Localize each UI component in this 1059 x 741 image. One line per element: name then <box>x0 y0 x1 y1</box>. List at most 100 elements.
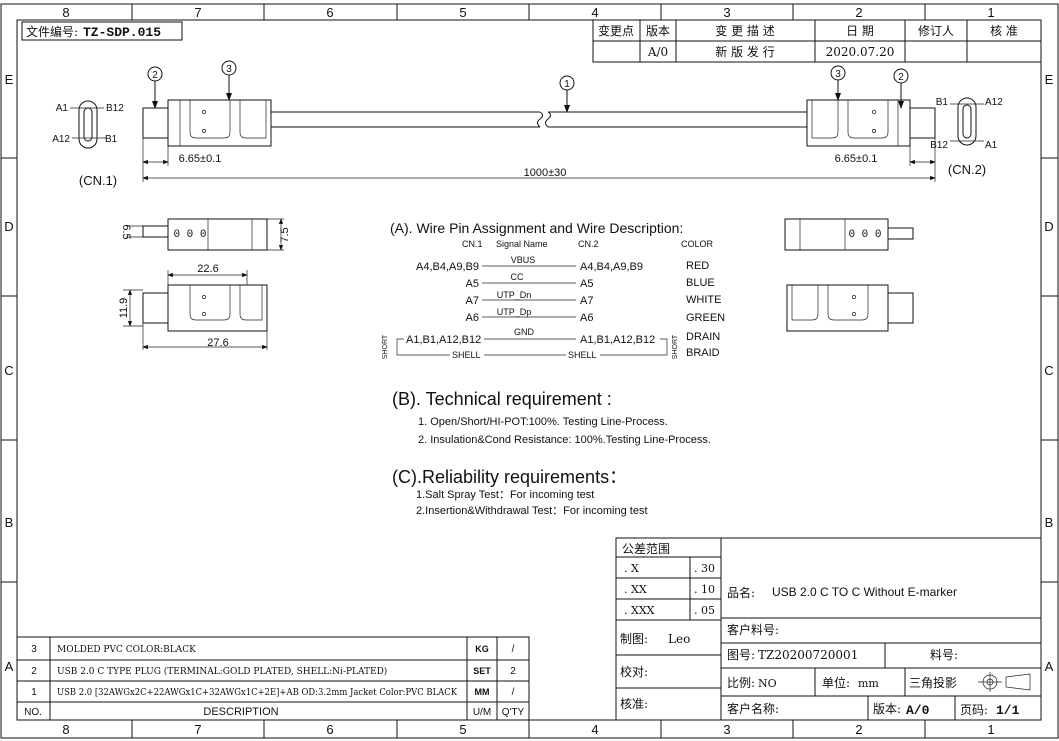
tolerance-value: . 30 <box>694 562 715 575</box>
cn2-pin: A1,B1,A12,B12 <box>580 334 655 346</box>
version-value: A/0 <box>906 703 930 718</box>
bom-um: MM <box>475 687 490 697</box>
drawing-no-label: 图号: <box>727 648 755 662</box>
requirement-item: 2. Insulation&Cond Resistance: 100%.Test… <box>418 434 711 446</box>
row-label: E <box>5 72 14 87</box>
header-cn1: CN.1 <box>462 239 483 249</box>
cn2-pin: A4,B4,A9,B9 <box>580 261 643 273</box>
col-label: 5 <box>459 5 466 20</box>
revision-table: 变更点 版本 变 更 描 述 日 期 修订人 核 准 A/0 新 版 发 行 2… <box>592 19 1042 63</box>
cn1-pin-label: B1 <box>105 134 118 145</box>
cn1-overmold <box>167 99 272 147</box>
cn1-pin: A5 <box>466 278 479 290</box>
unit-label: 单位: <box>822 675 850 690</box>
top-column-ruler: 8 7 6 5 4 3 2 1 <box>62 4 995 20</box>
bom-no: 2 <box>31 666 37 677</box>
reliability-item: 2.Insertion&Withdrawal Test：For incoming… <box>416 505 648 517</box>
col-label: 3 <box>723 722 730 737</box>
bom-header-no: NO. <box>24 707 42 718</box>
wire-color: DRAIN <box>686 331 720 343</box>
col-label: 8 <box>62 722 69 737</box>
bom-no: 1 <box>31 687 37 698</box>
rev-header: 日 期 <box>846 24 874 38</box>
bom-desc: USB 2.0 [32AWGx2C+22AWGx1C+32AWGx1C+2E]+… <box>57 688 457 698</box>
rev-header: 变 更 描 述 <box>715 23 774 38</box>
marking-right: 0 0 0 <box>848 229 881 241</box>
technical-requirement: (B). Technical requirement : 1. Open/Sho… <box>392 389 711 446</box>
rev-description: 新 版 发 行 <box>715 44 774 59</box>
requirement-item: 1. Open/Short/HI-POT:100%. Testing Line-… <box>418 416 668 428</box>
projection-label: 三角投影 <box>909 675 957 690</box>
right-side-view: 0 0 0 <box>784 218 914 251</box>
cn1-pin: A1,B1,A12,B12 <box>406 334 481 346</box>
part-no-label: 料号: <box>930 648 958 662</box>
svg-text:1: 1 <box>564 79 570 90</box>
dim-22-6: 22.6 <box>197 263 218 275</box>
dim-right: 6.65±0.1 <box>835 153 878 165</box>
rev-header: 版本 <box>646 24 670 38</box>
bill-of-materials: 3 MOLDED PVC COLOR:BLACK KG / 2 USB 2.0 … <box>16 636 530 721</box>
col-label: 6 <box>326 722 333 737</box>
version-label: 版本: <box>873 702 901 716</box>
rev-header: 核 准 <box>990 24 1018 38</box>
cn1-plug-tip <box>142 107 169 139</box>
svg-text:2: 2 <box>152 70 158 81</box>
row-label: B <box>5 515 14 530</box>
cn1-label: (CN.1) <box>79 173 117 188</box>
bom-um: KG <box>475 644 489 654</box>
section-c-title: (C).Reliability requirements： <box>392 467 627 487</box>
bottom-column-ruler: 8 7 6 5 4 3 2 1 <box>62 720 995 738</box>
wire-color: RED <box>686 260 709 272</box>
bom-header-desc: DESCRIPTION <box>203 706 278 718</box>
product-value: USB 2.0 C TO C Without E-marker <box>772 585 957 599</box>
dim-11-9: 11.9 <box>118 298 130 319</box>
tolerance-value: . 05 <box>694 604 715 617</box>
bom-header-um: U/M <box>473 707 491 718</box>
svg-text:3: 3 <box>226 64 232 75</box>
signal-name: VBUS <box>511 255 536 265</box>
outer-frame <box>0 3 1059 739</box>
bom-qty: / <box>512 644 515 655</box>
doc-number-label: 文件编号: <box>26 24 78 39</box>
unit-value: mm <box>858 677 879 690</box>
cn2-pin: A7 <box>580 295 593 307</box>
customer-name-label: 客户名称: <box>727 701 779 716</box>
row-label: E <box>1045 72 1054 87</box>
bom-um: SET <box>473 666 491 676</box>
title-block: 公差范围 . X . 30 . XX . 10 . XXX . 05 制图: L… <box>615 537 1042 721</box>
wire-color: BLUE <box>686 277 715 289</box>
drawing-no-value: TZ20200720001 <box>758 648 858 662</box>
cn2-shell: SHELL <box>568 350 597 360</box>
wire-color: BRAID <box>686 347 720 359</box>
drawn-value: Leo <box>668 632 690 646</box>
col-label: 4 <box>591 722 598 737</box>
section-a-title: (A). Wire Pin Assignment and Wire Descri… <box>390 220 683 236</box>
rev-version: A/0 <box>647 45 668 59</box>
header-color: COLOR <box>681 239 714 249</box>
bom-desc: USB 2.0 C TYPE PLUG (TERMINAL:GOLD PLATE… <box>57 666 387 677</box>
reliability-item: 1.Salt Spray Test：For incoming test <box>416 489 594 501</box>
cn2-pin-label: B1 <box>936 97 949 108</box>
col-label: 7 <box>194 722 201 737</box>
col-label: 2 <box>855 722 862 737</box>
svg-text:3: 3 <box>835 69 841 80</box>
cable-assembly-view: 2 3 1 3 2 6.65±0.1 6.65±0.1 1000±30 <box>142 60 936 182</box>
cn2-pin-label: B12 <box>930 140 948 151</box>
page-label: 页码: <box>960 703 988 717</box>
tolerance-key: . XX <box>624 583 647 596</box>
row-label: C <box>4 363 13 378</box>
cn2-pin: A5 <box>580 278 593 290</box>
side-row-ruler: E D C B A E D C B A <box>1 72 1058 674</box>
cn2-label: (CN.2) <box>948 162 986 177</box>
wire-color: WHITE <box>686 294 721 306</box>
cn1-shell: SHELL <box>452 350 481 360</box>
left-top-view: 22.6 11.9 27.6 <box>118 263 268 350</box>
row-label: D <box>1044 219 1053 234</box>
page-value: 1/1 <box>996 703 1020 718</box>
col-label: 2 <box>855 5 862 20</box>
signal-name: CC <box>511 272 524 282</box>
tolerance-key: . X <box>624 562 639 575</box>
rev-header: 修订人 <box>918 23 954 38</box>
cn2-pin-label: A1 <box>985 140 998 151</box>
